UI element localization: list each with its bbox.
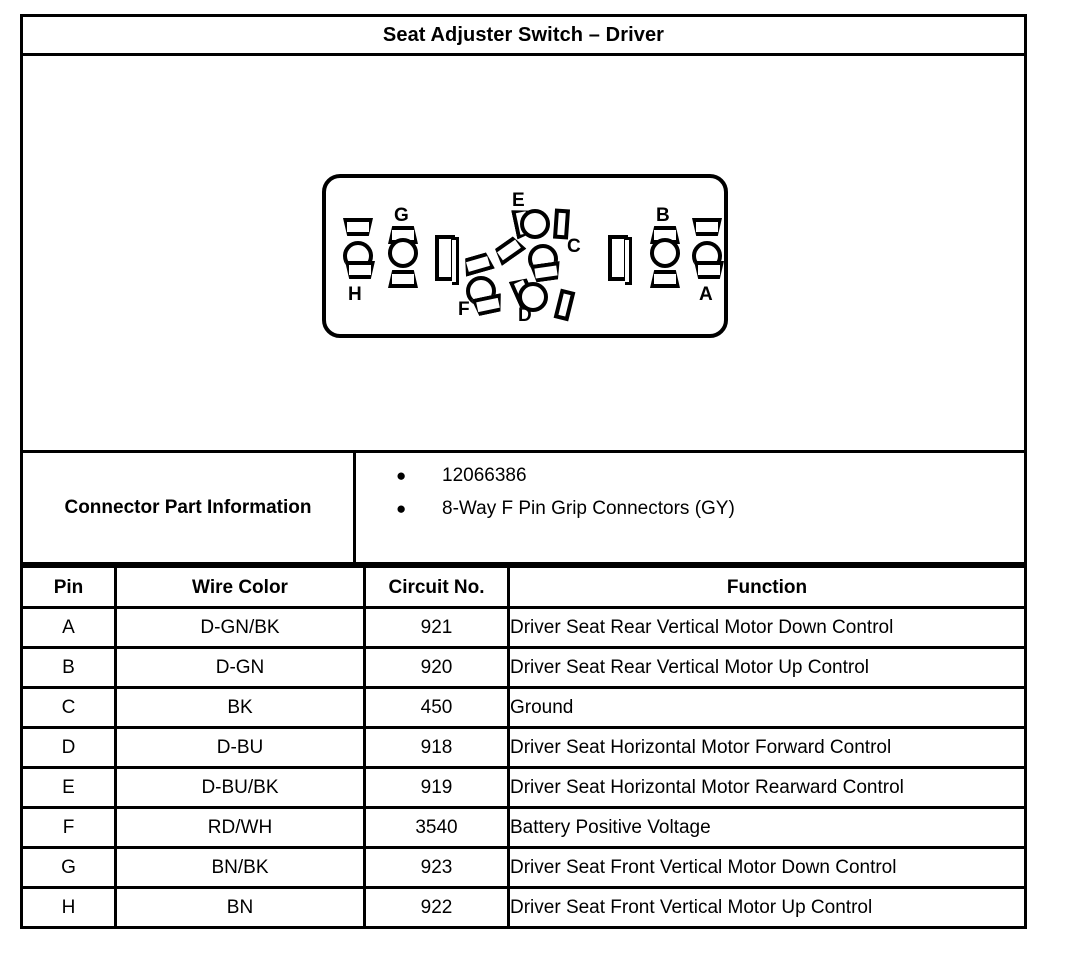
table-row: A D-GN/BK 921 Driver Seat Rear Vertical … [20, 606, 1027, 649]
cell-pin: F [20, 806, 117, 849]
cell-pin: A [20, 606, 117, 649]
cell-function: Driver Seat Rear Vertical Motor Up Contr… [507, 646, 1027, 689]
cell-circuit-no: 919 [363, 766, 510, 809]
cell-wire-color: BN/BK [114, 846, 366, 889]
cell-pin: E [20, 766, 117, 809]
cavity-f-keyway [461, 251, 495, 277]
cavity-h-keyway [343, 218, 373, 236]
cell-pin: G [20, 846, 117, 889]
bullet-icon: ● [396, 499, 407, 518]
cell-circuit-no: 3540 [363, 806, 510, 849]
pin-label-c: C [567, 236, 581, 257]
connector-description: 8-Way F Pin Grip Connectors (GY) [442, 498, 735, 519]
connector-housing-outline: H G F E C [322, 174, 728, 338]
cavity-d-socket [518, 282, 548, 312]
cell-function: Driver Seat Front Vertical Motor Down Co… [507, 846, 1027, 889]
pin-label-a: A [699, 284, 713, 305]
connector-diagram-panel: H G F E C [20, 56, 1027, 453]
table-row: F RD/WH 3540 Battery Positive Voltage [20, 806, 1027, 849]
cavity-g-lock [388, 270, 418, 288]
cavity-g-socket [388, 238, 418, 268]
wiring-reference-sheet: Seat Adjuster Switch – Driver H G F E [20, 14, 1027, 940]
cell-function: Driver Seat Front Vertical Motor Up Cont… [507, 886, 1027, 929]
table-row: D D-BU 918 Driver Seat Horizontal Motor … [20, 726, 1027, 769]
cell-pin: H [20, 886, 117, 929]
cell-function: Driver Seat Rear Vertical Motor Down Con… [507, 606, 1027, 649]
cavity-b-lock [650, 270, 680, 288]
table-row: E D-BU/BK 919 Driver Seat Horizontal Mot… [20, 766, 1027, 809]
cavity-a-keyway [692, 218, 722, 236]
table-row: C BK 450 Ground [20, 686, 1027, 729]
cell-wire-color: D-BU [114, 726, 366, 769]
pin-table-body: A D-GN/BK 921 Driver Seat Rear Vertical … [20, 606, 1027, 929]
cell-function: Driver Seat Horizontal Motor Rearward Co… [507, 766, 1027, 809]
column-header-function: Function [507, 565, 1027, 609]
cell-wire-color: BN [114, 886, 366, 929]
keying-blade-left [435, 235, 459, 285]
connector-part-information-label: Connector Part Information [64, 496, 312, 518]
cell-circuit-no: 450 [363, 686, 510, 729]
connector-part-number: 12066386 [442, 465, 527, 486]
cell-function: Driver Seat Horizontal Motor Forward Con… [507, 726, 1027, 769]
cell-wire-color: D-GN [114, 646, 366, 689]
keying-blade-upper [552, 208, 571, 240]
cell-pin: C [20, 686, 117, 729]
cell-function: Ground [507, 686, 1027, 729]
cell-circuit-no: 918 [363, 726, 510, 769]
document-title-bar: Seat Adjuster Switch – Driver [20, 14, 1027, 56]
pin-label-b: B [656, 205, 670, 226]
cavity-mid-keyway-upper [492, 234, 527, 266]
cell-wire-color: RD/WH [114, 806, 366, 849]
cell-circuit-no: 920 [363, 646, 510, 689]
pin-assignment-table: Pin Wire Color Circuit No. Function A D-… [20, 565, 1027, 929]
cavity-e-socket [520, 209, 550, 239]
cavity-h-lock [345, 261, 375, 279]
table-header-row: Pin Wire Color Circuit No. Function [20, 565, 1027, 609]
column-header-circuit-no: Circuit No. [363, 565, 510, 609]
pin-label-e: E [512, 190, 525, 211]
cell-wire-color: BK [114, 686, 366, 729]
cell-wire-color: D-GN/BK [114, 606, 366, 649]
keying-blade-lower [553, 288, 576, 322]
cell-function: Battery Positive Voltage [507, 806, 1027, 849]
pin-label-g: G [394, 205, 409, 226]
cell-pin: B [20, 646, 117, 689]
column-header-pin: Pin [20, 565, 117, 609]
cell-pin: D [20, 726, 117, 769]
pin-label-f: F [458, 299, 470, 320]
cavity-b-socket [650, 238, 680, 268]
page-title: Seat Adjuster Switch – Driver [382, 24, 665, 46]
list-item: ● 8-Way F Pin Grip Connectors (GY) [396, 498, 1024, 520]
cavity-a-lock [694, 261, 724, 279]
list-item: ● 12066386 [396, 465, 1024, 487]
cell-circuit-no: 922 [363, 886, 510, 929]
table-row: G BN/BK 923 Driver Seat Front Vertical M… [20, 846, 1027, 889]
table-row: H BN 922 Driver Seat Front Vertical Moto… [20, 886, 1027, 929]
connector-part-information-label-cell: Connector Part Information [23, 453, 356, 562]
keying-blade-right [608, 235, 632, 285]
column-header-wire-color: Wire Color [114, 565, 366, 609]
cell-circuit-no: 921 [363, 606, 510, 649]
connector-part-information-section: Connector Part Information ● 12066386 ● … [20, 453, 1027, 565]
bullet-icon: ● [396, 466, 407, 485]
cell-circuit-no: 923 [363, 846, 510, 889]
table-row: B D-GN 920 Driver Seat Rear Vertical Mot… [20, 646, 1027, 689]
cell-wire-color: D-BU/BK [114, 766, 366, 809]
connector-part-information-list: ● 12066386 ● 8-Way F Pin Grip Connectors… [356, 453, 1024, 562]
pin-label-h: H [348, 284, 362, 305]
